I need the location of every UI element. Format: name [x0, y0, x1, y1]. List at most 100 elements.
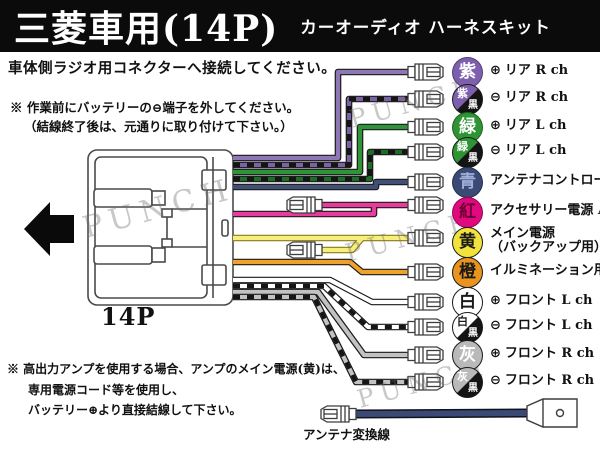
wire-10 [233, 288, 408, 359]
amp-note-3: バッテリー⊕より直接結線して下さい。 [28, 403, 242, 417]
label-text: アンテナコントロール [490, 173, 600, 188]
battery-note-2: （結線終了後は、元通りに取り付けて下さい。） [24, 119, 293, 134]
header-bar: 三菱車用(14P) カーオーディオ ハーネスキット [0, 0, 600, 52]
terminal-icon [407, 229, 444, 247]
wire-function-label-0: ⊕リア R ch [490, 63, 569, 78]
wire-function-label-10: ⊕フロント R ch [490, 346, 595, 361]
label-text: フロント R ch [504, 346, 595, 361]
wire-color-kanji: 紅 [459, 201, 476, 222]
wire-color-badge-9: 白黒 [452, 311, 483, 343]
wire-color-kanji: 黄 [459, 231, 476, 252]
wire-0 [233, 68, 408, 162]
wire-3 [233, 148, 408, 183]
page-title: 三菱車用(14P) [14, 8, 279, 50]
wire-color-badge-7: 橙 [452, 256, 483, 288]
wire-color-kanji: 白 [459, 291, 476, 312]
wire-7 [233, 258, 408, 276]
wire-color-kanji-black: 黒 [468, 327, 478, 339]
wire-function-label-7: イルミネーション用電源 [490, 263, 600, 278]
polarity-symbol: ⊕ [490, 346, 501, 361]
wire-color-kanji: 紫 [457, 86, 468, 100]
wire-11 [233, 293, 408, 386]
label-text: フロント R ch [504, 373, 595, 388]
wire-function-label-3: ⊖リア L ch [490, 143, 567, 158]
polarity-symbol: ⊖ [490, 90, 501, 105]
wire-color-badge-2: 緑 [452, 111, 483, 143]
wire-9 [233, 282, 408, 331]
wire-function-label-8: ⊕フロント L ch [490, 293, 593, 308]
label-text: リア L ch [504, 143, 567, 158]
wire-color-kanji: 灰 [457, 369, 468, 383]
label-text: フロント L ch [504, 318, 593, 333]
antenna-plug-male-icon [526, 398, 578, 428]
wire-color-kanji: 灰 [459, 344, 476, 365]
terminal-icon [407, 90, 444, 108]
wire-color-badge-1: 紫黒 [452, 83, 483, 115]
terminal-icon [407, 318, 444, 336]
wire-function-label-1: ⊖リア R ch [490, 90, 569, 105]
terminal-icon [407, 63, 444, 81]
label-text: イルミネーション用電源 [490, 263, 600, 278]
wire-color-kanji: 青 [459, 171, 476, 192]
wire-color-kanji: 紫 [459, 61, 476, 82]
terminal-icon [407, 263, 444, 281]
polarity-symbol: ⊕ [490, 118, 501, 133]
antenna-cable-label: アンテナ変換線 [303, 427, 391, 442]
wire-color-badge-4: 青 [452, 166, 483, 198]
wire-color-badge-3: 緑黒 [452, 136, 483, 168]
wire-function-label-4: アンテナコントロール [490, 173, 600, 188]
wire-color-kanji-black: 黒 [468, 99, 478, 111]
wire-color-badge-5: 紅 [452, 196, 483, 228]
wire-function-label-6: メイン電源（バックアップ用） [490, 226, 600, 256]
wire-color-kanji-black: 黒 [468, 152, 478, 164]
wire-function-label-11: ⊖フロント R ch [490, 373, 595, 388]
wire-color-kanji: 緑 [457, 139, 468, 153]
terminal-icon [407, 373, 444, 391]
wire-color-badge-11: 灰黒 [452, 366, 483, 398]
label-text: メイン電源 [490, 226, 556, 241]
connector-pin-count-label: 14P [101, 302, 156, 331]
label-text: リア R ch [504, 90, 569, 105]
polarity-symbol: ⊖ [490, 373, 501, 388]
terminal-icon [407, 143, 444, 161]
wire-function-label-5: アクセサリー電源 ACC [490, 203, 600, 218]
page-subtitle: カーオーディオ ハーネスキット [300, 18, 551, 37]
antenna-plug-female-icon [320, 405, 357, 423]
wire-function-label-9: ⊖フロント L ch [490, 318, 593, 333]
branch-terminal-icon [286, 196, 323, 214]
label-text: アクセサリー電源 ACC [490, 203, 600, 218]
label-text-2: （バックアップ用） [490, 240, 600, 256]
terminal-icon [407, 346, 444, 364]
connector-housing [87, 149, 234, 306]
left-arrow [24, 202, 74, 256]
connect-instruction: 車体側ラジオ用コネクターへ接続してください。 [8, 60, 337, 77]
wire-2 [233, 123, 408, 176]
wire-6 [233, 234, 408, 254]
wire-5 [233, 201, 408, 218]
wire-function-label-2: ⊕リア L ch [490, 118, 567, 133]
wire-8 [233, 276, 408, 306]
wire-4 [233, 178, 408, 191]
wire-color-kanji: 緑 [459, 116, 476, 137]
terminal-icon [407, 118, 444, 136]
polarity-symbol: ⊕ [490, 63, 501, 78]
branch-terminal-icon [286, 241, 323, 259]
wire-color-badge-10: 灰 [452, 339, 483, 371]
amp-note-1: ※ 高出力アンプを使用する場合、アンプのメイン電源(黄)は、 [7, 362, 345, 376]
wire-1 [233, 95, 408, 169]
label-text: フロント L ch [504, 293, 593, 308]
label-text: リア R ch [504, 63, 569, 78]
polarity-symbol: ⊕ [490, 293, 501, 308]
polarity-symbol: ⊖ [490, 318, 501, 333]
terminal-icon [407, 173, 444, 191]
wire-color-badge-6: 黄 [452, 226, 483, 258]
wire-color-kanji-black: 黒 [468, 382, 478, 394]
antenna-adapter-cable [320, 398, 578, 428]
terminal-icon [407, 196, 444, 214]
wire-color-kanji: 白 [457, 314, 468, 328]
terminal-icon [407, 293, 444, 311]
polarity-symbol: ⊖ [490, 143, 501, 158]
amp-note-2: 専用電源コード等を使用し、 [28, 383, 185, 397]
label-text: リア L ch [504, 118, 567, 133]
